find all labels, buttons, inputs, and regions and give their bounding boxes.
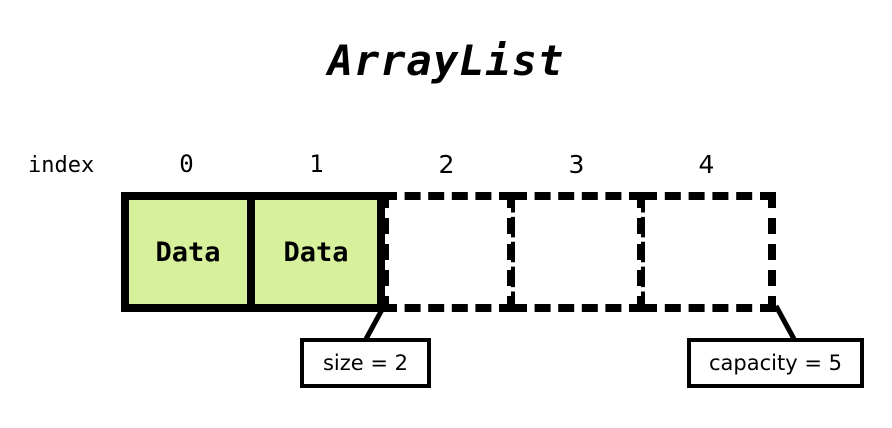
array-cell-1: Data [251,192,385,312]
array-cell-2-label [389,200,507,304]
capacity-leader-line [773,304,797,341]
array-cell-0: Data [121,192,255,312]
index-number-2: 2 [438,150,455,179]
array-cell-3 [511,192,645,312]
array-cell-3-label [515,200,637,304]
array-cell-2 [381,192,515,312]
index-axis-label: index [28,153,95,178]
array-cell-4-label [645,200,768,304]
array-container: Data Data [121,192,776,312]
capacity-callout: capacity = 5 [687,338,864,388]
array-cell-4 [641,192,776,312]
size-callout: size = 2 [300,338,431,388]
array-cell-0-label: Data [155,236,221,268]
index-number-4: 4 [698,150,715,179]
array-cell-1-label: Data [283,236,349,268]
page-title: ArrayList [327,36,565,85]
index-number-0: 0 [179,150,194,178]
index-number-3: 3 [568,150,585,179]
index-number-1: 1 [309,150,324,178]
